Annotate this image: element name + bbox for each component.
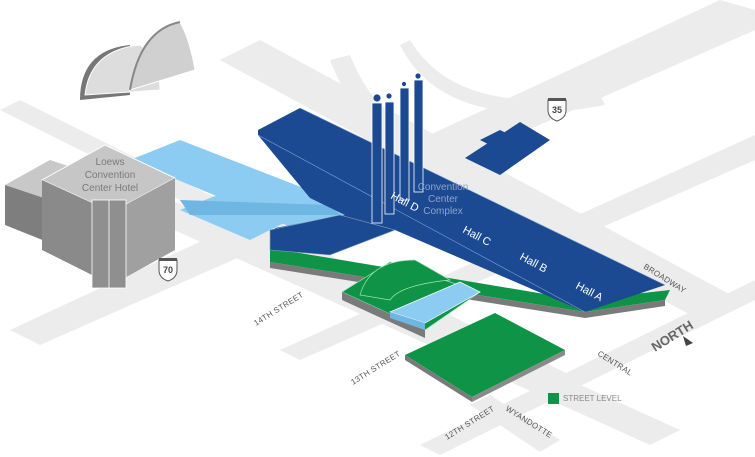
legend-swatch-street-level [548, 393, 559, 404]
legend: STREET LEVEL [548, 393, 622, 404]
road-curve-2 [400, 40, 605, 113]
complex-label-line3: Complex [423, 206, 462, 217]
street-14th: 14TH STREET [252, 290, 305, 328]
road-broadway [220, 40, 740, 320]
hotel-label-line2: Convention [85, 170, 136, 181]
loews-hotel-building: Loews Convention Center Hotel [5, 144, 177, 289]
i70-shield-icon: 70 [158, 258, 178, 282]
hotel-label-line1: Loews [96, 157, 125, 168]
light-blue-concourse [130, 140, 360, 240]
i70-number: 70 [163, 265, 173, 275]
legend-street-level-label: STREET LEVEL [563, 394, 622, 403]
hotel-label-line3: Center Hotel [82, 183, 138, 194]
i35-number: 35 [552, 105, 562, 115]
north-arrow-icon [683, 336, 693, 346]
street-level-lot [405, 313, 565, 402]
convention-towers [371, 72, 424, 224]
i35-shield-icon: 35 [547, 98, 567, 122]
road-wyandotte [470, 395, 560, 452]
complex-label-line1: Convention [418, 182, 469, 193]
arena-building [341, 259, 481, 338]
convention-center-building [257, 107, 670, 318]
arched-buildings [80, 21, 196, 100]
street-13th: 13TH STREET [349, 349, 402, 387]
complex-label-line2: Center [428, 194, 459, 205]
